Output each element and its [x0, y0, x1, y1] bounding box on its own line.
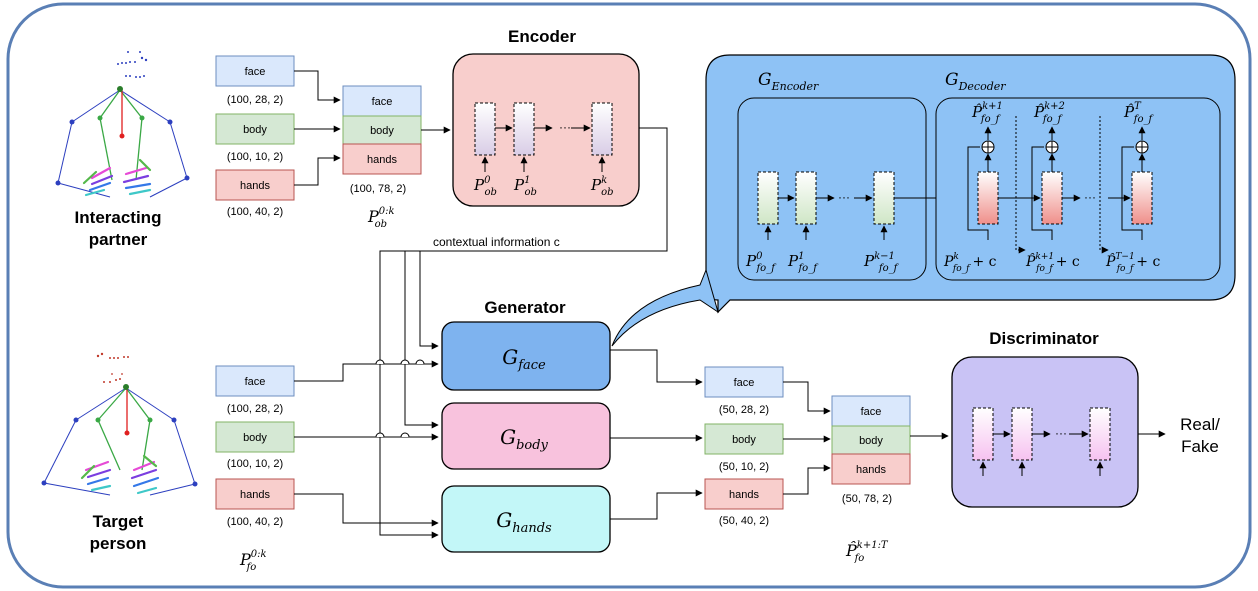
partner-stack-hands: [342, 143, 422, 175]
output-face-label: face: [734, 377, 755, 389]
output-stack-hands: [831, 453, 911, 485]
output-hands-dims: (50, 40, 2): [719, 515, 769, 527]
generator-title: Generator: [484, 298, 566, 317]
result-line1: Real/: [1180, 415, 1220, 434]
output-hands-label: hands: [729, 489, 759, 501]
partner-stack-face-label: face: [372, 96, 393, 108]
zoom-decoder-box: [935, 97, 1221, 281]
target-body-label: body: [243, 432, 267, 444]
partner-caption-line1: Interacting: [75, 208, 162, 227]
context-label: contextual information c: [433, 235, 560, 249]
output-face-dims: (50, 28, 2): [719, 404, 769, 416]
output-body-label: body: [732, 434, 756, 446]
result-line2: Fake: [1181, 437, 1219, 456]
generator-face-box: [441, 321, 611, 391]
zoom-decoder-ellipsis: ···: [1084, 190, 1096, 204]
generator-body-label: Gbody: [500, 425, 548, 453]
output-stack-body-label: body: [859, 435, 883, 447]
partner-skeleton-figure: [55, 51, 190, 198]
partner-stack-body: [342, 115, 422, 145]
partner-hands-label: hands: [240, 180, 270, 192]
generator-hands-box: [441, 485, 611, 553]
discriminator-ellipsis: ···: [1055, 426, 1067, 440]
zoom-sum-nodes: [981, 140, 1149, 154]
output-stack-body: [831, 425, 911, 455]
output-body-dims: (50, 10, 2): [719, 461, 769, 473]
target-face-dims: (100, 28, 2): [227, 403, 283, 415]
zoom-decoder-title: GDecoder: [945, 70, 1006, 93]
partner-stack-hands-label: hands: [367, 154, 397, 166]
partner-stack-face: [342, 85, 422, 117]
target-skeleton-figure: [41, 352, 198, 496]
generator-hands-label: Ghands: [496, 508, 552, 536]
partner-body-block: [215, 113, 295, 145]
target-caption-line1: Target: [93, 512, 144, 531]
output-body-block: [704, 423, 784, 455]
target-face-label: face: [245, 376, 266, 388]
output-face-block: [704, 366, 784, 398]
partner-caption-line2: partner: [89, 230, 148, 249]
encoder-title: Encoder: [508, 27, 576, 46]
zoom-encoder-ellipsis: ···: [838, 190, 850, 204]
partner-body-dims: (100, 10, 2): [227, 151, 283, 163]
partner-stack-body-label: body: [370, 125, 394, 137]
target-hands-dims: (100, 40, 2): [227, 516, 283, 528]
partner-face-dims: (100, 28, 2): [227, 94, 283, 106]
encoder-ellipsis: ···: [559, 120, 571, 134]
target-body-block: [215, 421, 295, 453]
partner-stack-dims: (100, 78, 2): [350, 183, 406, 195]
generator-body-box: [441, 402, 611, 470]
partner-hands-dims: (100, 40, 2): [227, 206, 283, 218]
partner-face-label: face: [245, 66, 266, 78]
zoom-encoder-box: [737, 97, 927, 281]
encoder-cells: [474, 102, 613, 156]
zoom-pointer: [611, 268, 719, 347]
target-body-dims: (100, 10, 2): [227, 458, 283, 470]
target-face-block: [215, 365, 295, 397]
partner-body-label: body: [243, 124, 267, 136]
discriminator-cells: [972, 407, 1111, 461]
output-stack-hands-label: hands: [856, 464, 886, 476]
zoom-encoder-title: GEncoder: [758, 70, 819, 93]
zoom-encoder-cells: [757, 171, 895, 225]
target-hands-label: hands: [240, 489, 270, 501]
output-stack-face-label: face: [861, 406, 882, 418]
target-caption-line2: person: [90, 534, 147, 553]
output-stack-dims: (50, 78, 2): [842, 493, 892, 505]
discriminator-title: Discriminator: [989, 329, 1099, 348]
partner-hands-block: [215, 169, 295, 201]
generator-face-label: Gface: [502, 345, 546, 373]
